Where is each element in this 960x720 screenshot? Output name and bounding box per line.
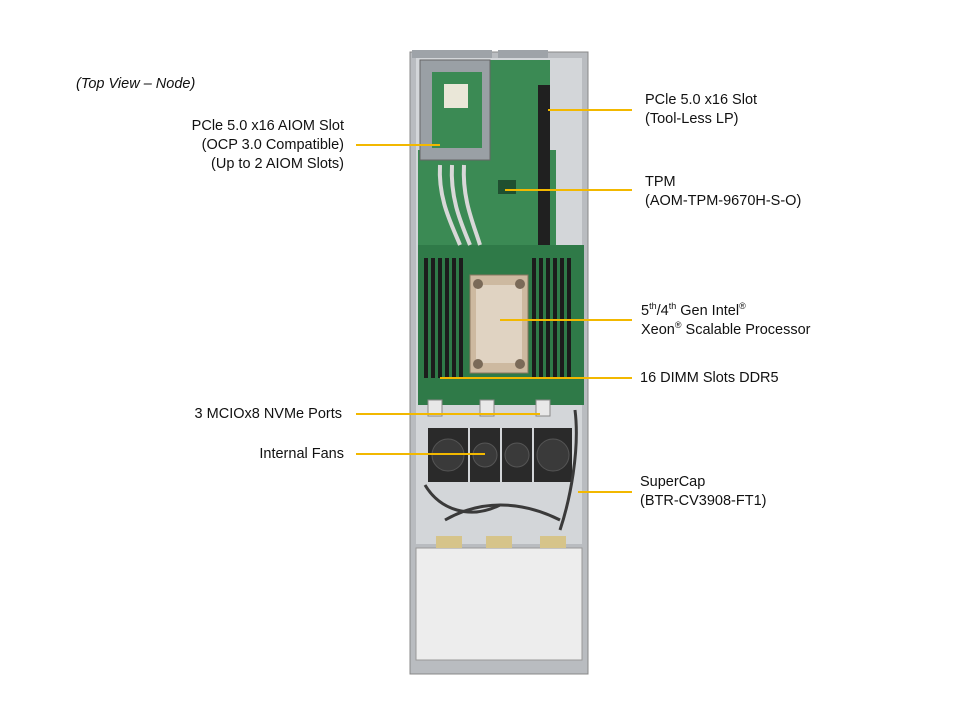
cpu-heatsink: [469, 274, 529, 374]
label-nvme: 3 MCIOx8 NVMe Ports: [194, 406, 342, 422]
aiom-module: [419, 59, 491, 161]
label-cpu: 5th/4th Gen Intel® Xeon® Scalable Proces…: [641, 301, 811, 338]
label-dimm: 16 DIMM Slots DDR5: [640, 370, 779, 386]
tpm-module: [498, 180, 516, 194]
label-aiom-slot: PCle 5.0 x16 AIOM Slot (OCP 3.0 Compatib…: [191, 118, 344, 172]
pcie-riser: [538, 85, 550, 245]
label-supercap: SuperCap (BTR-CV3908-FT1): [640, 474, 767, 509]
label-tpm: TPM (AOM-TPM-9670H-S-O): [645, 174, 802, 209]
dimm-slots: [424, 258, 571, 378]
leader-lines: [356, 109, 632, 493]
cable-bundle: [423, 409, 578, 531]
label-fans: Internal Fans: [259, 446, 344, 462]
label-pcie-slot: PCle 5.0 x16 Slot (Tool-Less LP): [645, 92, 758, 127]
view-caption: (Top View – Node): [76, 76, 196, 92]
internal-fans: [428, 428, 572, 482]
drive-bay: [415, 536, 583, 661]
cables: [437, 164, 482, 246]
nvme-ports: [427, 399, 551, 417]
